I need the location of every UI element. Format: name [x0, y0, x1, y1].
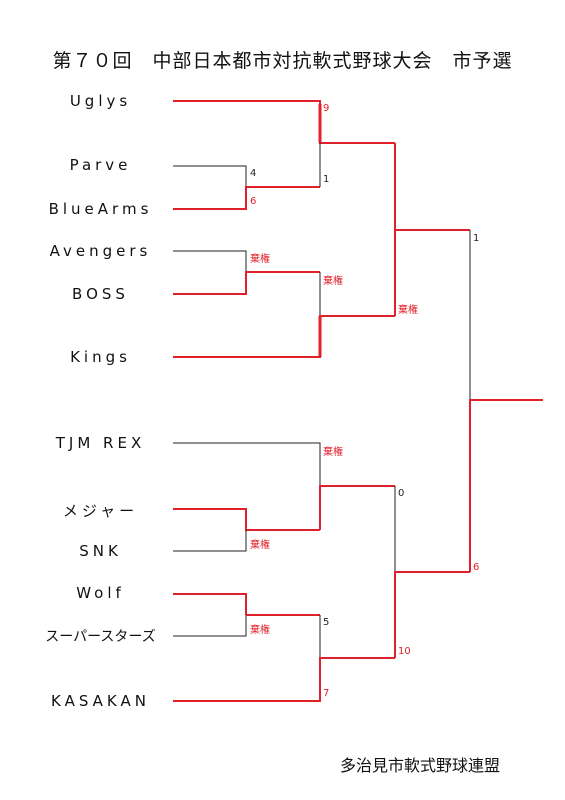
score-bluearms: 6	[250, 196, 256, 207]
line-kings	[173, 315, 395, 358]
page-title: 第７０回 中部日本都市対抗軟式野球大会 市予選	[52, 50, 513, 72]
match-major-snk: 棄権	[173, 508, 320, 552]
score-sf-bottom: 10	[398, 646, 411, 657]
line-final-bottom	[469, 399, 543, 572]
line-sf-top-upper	[394, 143, 470, 231]
match-wolf-superstars: 棄権	[173, 593, 320, 637]
score-final-top: 1	[473, 233, 479, 244]
score-kasakan: 7	[323, 688, 329, 699]
line-major	[173, 508, 320, 531]
line-uglys	[173, 100, 395, 144]
line-tjmrex	[173, 442, 321, 486]
line-sf-bottom-lower	[394, 571, 470, 658]
match-parve-bluearms: 4 6	[173, 165, 320, 210]
line-boss	[173, 271, 320, 295]
score-final-bottom: 6	[473, 562, 479, 573]
line-kasakan	[173, 657, 395, 702]
match-super-kasakan: 5 7	[173, 615, 395, 702]
match-semifinal-top: 棄権	[394, 143, 470, 316]
line-snk	[173, 530, 247, 552]
match-boss-kings: 棄権	[173, 272, 395, 358]
team-major: メジャー	[62, 502, 139, 520]
score-bluearms-r2: 1	[323, 174, 329, 185]
line-avengers	[173, 250, 247, 272]
line-parve	[173, 165, 247, 187]
team-parve: Parve	[69, 156, 132, 174]
score-tjmrex: 棄権	[323, 445, 343, 458]
team-kings: Kings	[70, 348, 131, 366]
score-uglys: 9	[323, 103, 329, 114]
match-tjmrex-major: 棄権	[173, 442, 395, 530]
team-avengers: Avengers	[49, 242, 152, 260]
team-wolf: Wolf	[76, 584, 125, 602]
match-uglys-bluearms: 9 1	[173, 100, 395, 187]
score-sf-bottom-upper: 0	[398, 488, 404, 499]
score-wolf-superstars: 棄権	[250, 623, 270, 636]
match-avengers-boss: 棄権	[173, 250, 320, 295]
team-snk: SNK	[79, 542, 122, 560]
team-superstars: スーパースターズ	[45, 629, 156, 645]
team-bluearms: BlueArms	[48, 200, 153, 218]
score-super-r2: 5	[323, 617, 329, 628]
team-tjm-rex: TJM REX	[55, 434, 146, 452]
score-avengers-boss: 棄権	[250, 252, 270, 265]
line-wolf	[173, 593, 247, 615]
score-parve: 4	[250, 168, 256, 179]
line-major-r2	[319, 485, 395, 530]
line-superstars	[173, 614, 320, 637]
line-bluearms	[173, 186, 320, 210]
score-sf-top: 棄権	[398, 303, 418, 316]
team-boss: BOSS	[72, 285, 129, 303]
match-final: 1 6	[469, 230, 543, 573]
score-boss-r2: 棄権	[323, 274, 343, 287]
team-uglys: Uglys	[69, 92, 132, 110]
score-major-snk: 棄権	[250, 538, 270, 551]
match-semifinal-bottom: 0 10	[394, 486, 470, 658]
footer-organizer: 多治見市軟式野球連盟	[339, 756, 500, 775]
team-kasakan: KASAKAN	[51, 692, 150, 710]
